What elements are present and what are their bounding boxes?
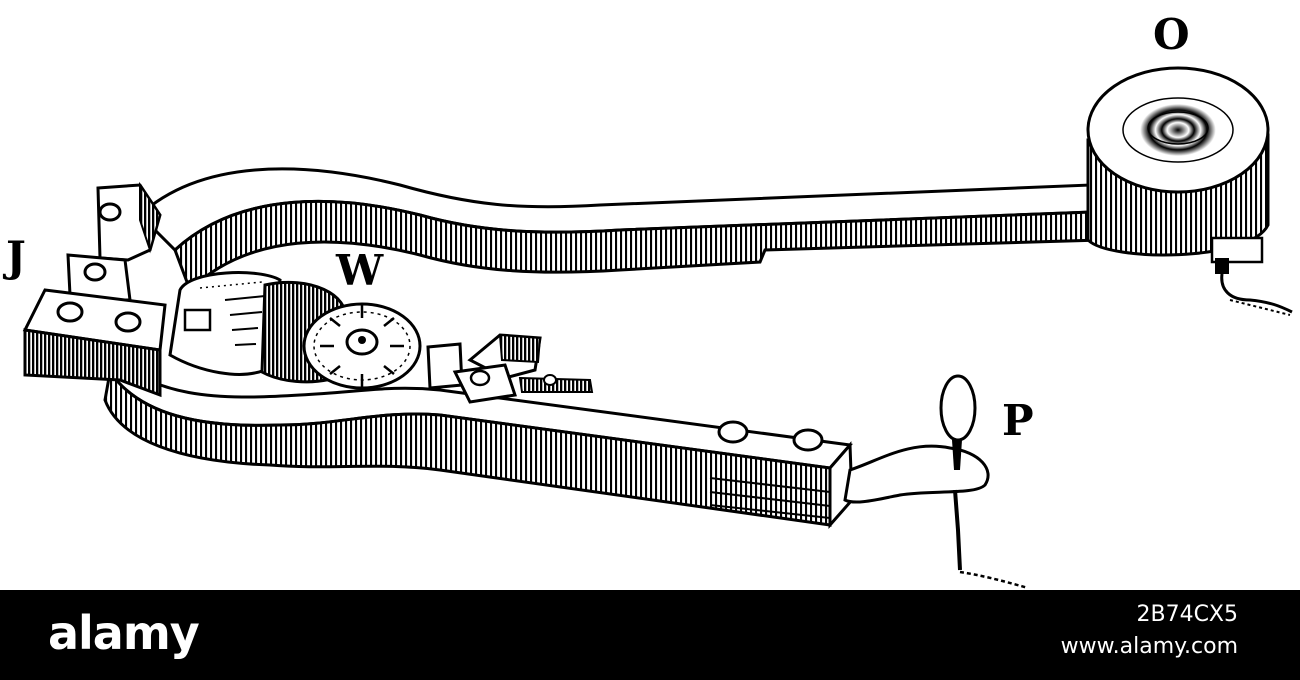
upper-arm-side-face: [173, 199, 1102, 293]
pointer-stylus: [953, 489, 962, 571]
label-w: W: [336, 246, 384, 295]
label-o: O: [1153, 10, 1190, 59]
watermark-footer: alamy 2B74CX5 www.alamy.com: [0, 590, 1300, 680]
lower-arm-screw-1: [717, 420, 749, 444]
image-id: 2B74CX5: [1136, 602, 1238, 627]
weight-top-face: [1086, 66, 1270, 194]
site-url: www.alamy.com: [1060, 634, 1238, 659]
label-j: J: [6, 232, 26, 281]
clamp-block-1: [426, 342, 464, 390]
base-block-side: [23, 328, 162, 398]
pointer-knob: [939, 374, 977, 442]
brand-logo: alamy: [48, 606, 200, 660]
lower-arm-side-face: [103, 368, 832, 527]
spring-mechanism-illustration: [22, 66, 1293, 590]
toothed-wheel: [302, 302, 422, 390]
label-p: P: [1002, 396, 1034, 445]
pointer-arm: [843, 444, 990, 504]
lower-arm-screw-2: [792, 428, 824, 452]
